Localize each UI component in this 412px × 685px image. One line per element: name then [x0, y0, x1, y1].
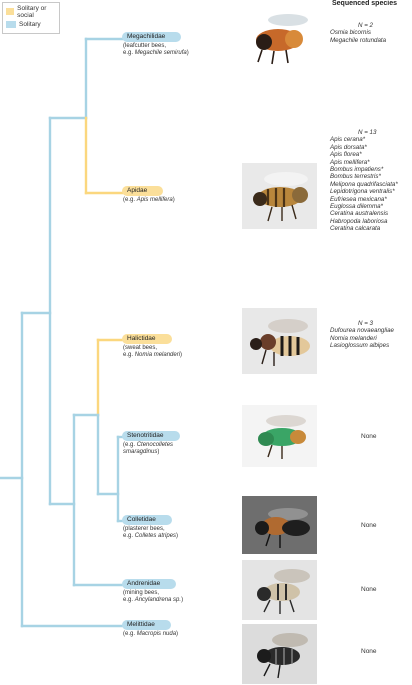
- sequenced-list-apidae: N = 13 Apis cerana* Apis dorsata* Apis f…: [330, 129, 412, 233]
- family-description: (mining bees,e.g. Ancylandrena sp.): [123, 590, 184, 604]
- list-item: Ceratina calcarata: [330, 225, 381, 233]
- family-pill: Halictidae: [122, 334, 172, 344]
- family-pill: Stenotritidae: [122, 431, 180, 441]
- legend-label-solitary: Solitary: [19, 21, 41, 28]
- family-description: (e.g. Apis mellifera): [123, 197, 175, 203]
- list-item: Apis florea*: [330, 151, 362, 159]
- list-item: Euglossa dilemma*: [330, 203, 383, 211]
- family-pill: Andrenidae: [122, 579, 177, 589]
- family-description: (e.g. Macropis nuda): [123, 631, 179, 637]
- sequenced-list-halictidae: N = 3 Dufourea novaeangliae Nomia meland…: [330, 320, 412, 350]
- bee-photo-halictidae: [242, 308, 317, 374]
- family-description: (e.g. Ctenocolletes smaragdinus): [123, 442, 174, 456]
- species-count: N = 13: [358, 129, 377, 136]
- species-count: N = 2: [358, 22, 373, 29]
- list-item: Bombus terrestris*: [330, 173, 381, 181]
- family-pill: Apidae: [122, 186, 164, 196]
- list-item: Megachile rotundata: [330, 36, 387, 44]
- list-item: Dufourea novaeangliae: [330, 327, 394, 335]
- bee-photo-megachilidae: [242, 6, 317, 70]
- bee-photo-andrenidae: [242, 560, 317, 620]
- bee-photo-colletidae: [242, 496, 317, 554]
- family-description: (sweat bees,e.g. Nomia melanderi): [123, 345, 183, 359]
- bee-photo-melittidae: [242, 624, 317, 684]
- legend-item-solitary: Solitary: [6, 18, 56, 31]
- family-stenotritidae: Stenotritidae (e.g. Ctenocolletes smarag…: [122, 431, 232, 456]
- family-megachilidae: Megachilidae (leafcutter bees,e.g. Megac…: [122, 32, 232, 57]
- family-colletidae: Colletidae (plasterer bees,e.g. Colletes…: [122, 515, 232, 540]
- sequenced-none-stenotritidae: None: [361, 433, 377, 440]
- legend-label-social: Solitary or social: [17, 4, 47, 19]
- list-item: Bombus impatiens*: [330, 166, 384, 174]
- sequenced-none-andrenidae: None: [361, 586, 377, 593]
- legend-swatch-social: [6, 8, 15, 15]
- sequenced-none-melittidae: None: [361, 648, 377, 655]
- family-pill: Colletidae: [122, 515, 172, 525]
- sequenced-none-colletidae: None: [361, 522, 377, 529]
- list-item: Apis cerana*: [330, 136, 366, 144]
- list-item: Lasioglossum albipes: [330, 342, 390, 350]
- family-description: (plasterer bees,e.g. Colletes atripes): [123, 526, 179, 540]
- list-item: Eufriesea mexicana*: [330, 195, 387, 203]
- list-item: Nomia melanderi: [330, 334, 377, 342]
- list-item: Ceratina australensis: [330, 210, 389, 218]
- list-item: Apis dorsata*: [330, 143, 367, 151]
- family-halictidae: Halictidae (sweat bees,e.g. Nomia meland…: [122, 334, 232, 359]
- family-apidae: Apidae (e.g. Apis mellifera): [122, 186, 232, 204]
- species-count: N = 3: [358, 320, 373, 327]
- family-andrenidae: Andrenidae (mining bees,e.g. Ancylandren…: [122, 579, 232, 604]
- list-item: Habropoda laboriosa: [330, 217, 388, 225]
- list-item: Osmia bicornis: [330, 29, 371, 37]
- family-description: (leafcutter bees,e.g. Megachile semirufa…: [123, 43, 189, 57]
- list-item: Lepidotrigona ventralis*: [330, 188, 395, 196]
- family-melittidae: Melittidae (e.g. Macropis nuda): [122, 620, 232, 638]
- family-pill: Megachilidae: [122, 32, 182, 42]
- legend-swatch-solitary: [6, 21, 16, 28]
- bee-photo-stenotritidae: [242, 405, 317, 467]
- list-item: Apis mellifera*: [330, 158, 370, 166]
- bee-photo-apidae: [242, 163, 317, 229]
- legend: Solitary or social Solitary: [2, 2, 60, 34]
- family-pill: Melittidae: [122, 620, 171, 630]
- legend-item-social: Solitary or social: [6, 4, 56, 19]
- sequenced-list-megachilidae: N = 2 Osmia bicornis Megachile rotundata: [330, 22, 412, 44]
- list-item: Melipona quadrifasciata*: [330, 180, 398, 188]
- sequenced-species-header: Sequenced species: [332, 0, 397, 7]
